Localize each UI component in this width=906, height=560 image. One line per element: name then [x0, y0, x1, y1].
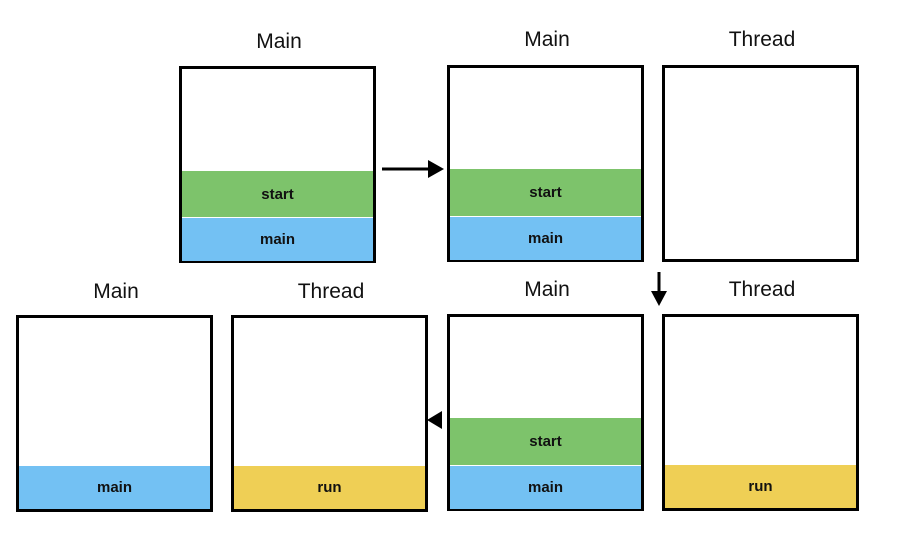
step3-thread-stack: run: [662, 314, 859, 511]
step4-main-stack: main: [16, 315, 213, 512]
step1-main-frame: main: [182, 217, 373, 261]
step2-main-frame: main: [450, 216, 641, 260]
step3-thread-title: Thread: [728, 278, 796, 301]
step2-thread-title: Thread: [728, 28, 796, 51]
step3-main-title: Main: [524, 278, 570, 301]
step3-run-frame: run: [665, 465, 856, 508]
arrow-down-icon: [651, 272, 667, 306]
step4-thread-stack: run: [231, 315, 428, 512]
step3-main-stack: start main: [447, 314, 644, 511]
arrow-right-icon: [382, 160, 444, 178]
step4-run-frame: run: [234, 466, 425, 509]
step2-main-stack: start main: [447, 65, 644, 262]
step1-main-title: Main: [256, 30, 302, 53]
step4-thread-title: Thread: [297, 280, 365, 303]
step2-main-title: Main: [524, 28, 570, 51]
step2-start-frame: start: [450, 169, 641, 216]
step1-start-frame: start: [182, 171, 373, 217]
step4-main-frame: main: [19, 466, 210, 509]
arrow-left-icon: [427, 411, 442, 429]
step3-main-frame: main: [450, 465, 641, 509]
step1-main-stack: start main: [179, 66, 376, 263]
step3-start-frame: start: [450, 418, 641, 465]
step4-main-title: Main: [93, 280, 139, 303]
step2-thread-stack: [662, 65, 859, 262]
